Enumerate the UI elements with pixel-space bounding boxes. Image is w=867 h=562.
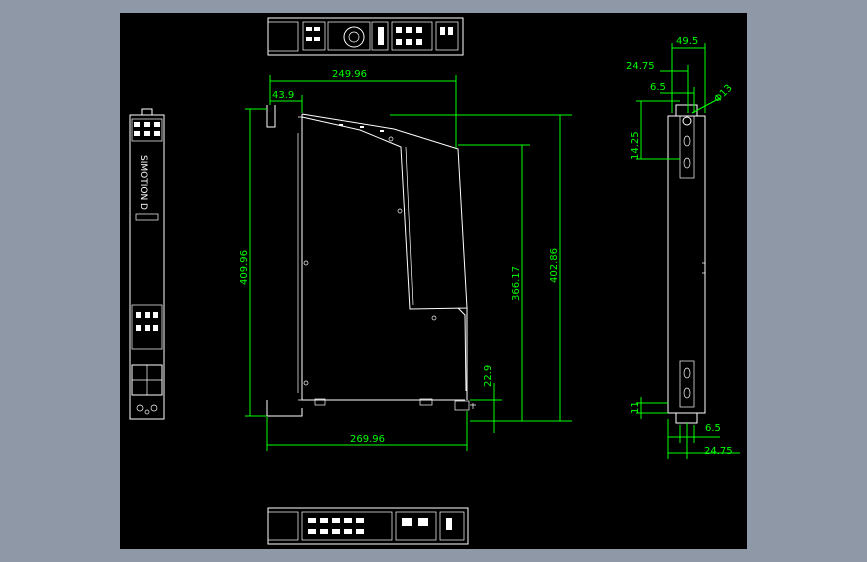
side-view bbox=[266, 105, 476, 417]
drawing-canvas[interactable]: SIMOTION D bbox=[120, 13, 747, 549]
dim-small-bottom: 22.9 bbox=[483, 365, 494, 387]
top-view bbox=[267, 17, 464, 56]
dimension-labels: 249.96 43.9 409.96 402.86 366.17 22.9 26… bbox=[239, 36, 735, 457]
dim-side-hole-spacing-bottom: 6.5 bbox=[705, 423, 721, 434]
dim-side-offset-bottom: 24.75 bbox=[704, 446, 733, 457]
device-name-label: SIMOTION D bbox=[138, 155, 148, 210]
front-view: SIMOTION D bbox=[129, 108, 165, 420]
rail-view bbox=[667, 104, 706, 424]
dim-side-hole-spacing-top: 6.5 bbox=[650, 82, 666, 93]
dim-width-bottom: 269.96 bbox=[350, 434, 385, 445]
bottom-view bbox=[267, 507, 469, 545]
drawing-svg: SIMOTION D bbox=[129, 17, 740, 545]
dim-width-top: 249.96 bbox=[332, 69, 367, 80]
dimension-lines bbox=[245, 43, 740, 459]
dim-side-width-total: 49.5 bbox=[676, 36, 698, 47]
dim-height-left: 409.96 bbox=[239, 250, 250, 285]
dim-offset-left: 43.9 bbox=[272, 90, 294, 101]
dim-side-small-left: 11 bbox=[630, 401, 641, 414]
dim-side-offset-top: 24.75 bbox=[626, 61, 655, 72]
dim-side-hole-diameter: Φ13 bbox=[712, 83, 734, 105]
dim-height-right-outer: 402.86 bbox=[549, 248, 560, 283]
dim-side-vertical-offset: 14.25 bbox=[630, 131, 641, 160]
dim-height-right-inner: 366.17 bbox=[511, 266, 522, 301]
